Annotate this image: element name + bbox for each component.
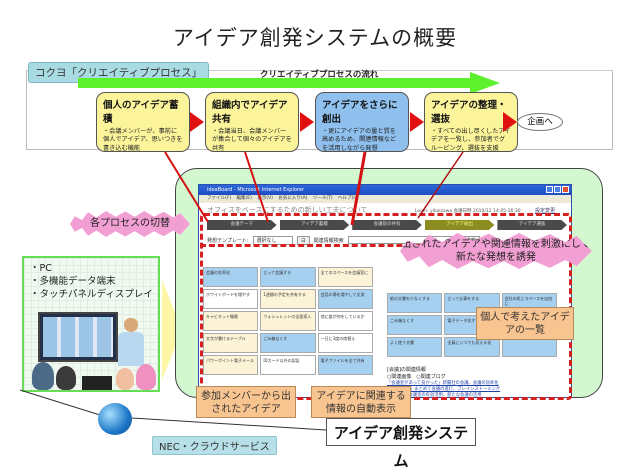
device-item: ・タッチパネルディスプレイ [30, 289, 153, 300]
idea-card[interactable]: 会話の場を増やして交流 [317, 289, 373, 309]
idea-card[interactable]: 立って会議する [260, 267, 316, 287]
connector-line [131, 417, 327, 431]
highlight-dashed-divider [200, 244, 572, 247]
audience-person-icon [32, 362, 54, 390]
idea-card[interactable]: パワーポイント電子メール [203, 355, 259, 375]
device-box: ・PC ・多機能データ端末 ・タッチパネルディスプレイ [22, 256, 160, 392]
step-description: ・すべての出し尽くしたアイデアを一覧し、参加者でグルーピング、選抜を支援 [431, 128, 511, 152]
idea-card[interactable]: 会議の効率化 [203, 267, 259, 287]
laptop-icon [82, 376, 112, 390]
diagram-title: アイデア創発システムの概要 [172, 26, 458, 50]
cloud-service-label: NEC・クラウドサービス [152, 436, 277, 455]
related-link[interactable]: 「Twitterで」まとめて会議の進行、ブレインストーミング [387, 387, 501, 393]
minimize-icon[interactable] [546, 186, 553, 193]
related-link[interactable]: 「会議室があって良かった」新聞社の会議、会議の効率化 [387, 381, 499, 386]
device-item: ・多機能データ端末 [30, 276, 116, 287]
presenter-body-icon [118, 332, 144, 366]
settings-link[interactable]: 設定変更 [535, 208, 556, 214]
system-name-label: アイデア創発システム [326, 418, 476, 470]
browser-menubar[interactable]: ファイル(F) 編集(E) 表示(V) お気に入り(A) ツール(T) ヘルプ(… [199, 195, 571, 203]
annotation-related-auto: アイデアに関連する情報の自動表示 [311, 386, 411, 418]
tab-idea-creation[interactable]: アイデア創出 [424, 220, 495, 230]
annotation-personal-list: 個人で考えたアイデアの一覧 [476, 307, 574, 340]
idea-card[interactable]: 他に誰が何をしているか [317, 311, 373, 331]
meeting-theme-heading: オフィスをベースにするための新しい工夫について [207, 206, 368, 214]
step-description: ・会議当日、会議メンバーが集合して個々のアイデアを共有 [212, 128, 292, 152]
step-arrow-icon [300, 112, 314, 132]
tab-idea-accumulation[interactable]: アイデア蓄積 [279, 220, 350, 230]
flow-arrow [78, 78, 478, 88]
step-heading: アイデアの整理・選抜 [431, 100, 507, 125]
idea-card[interactable]: ごみ箱なくす [260, 333, 316, 353]
flow-arrowhead-icon [470, 72, 500, 94]
connector-line [19, 389, 101, 416]
login-info: Login: yikaizawa 会議日時 2010/12 14:05-16:3… [415, 209, 521, 214]
step-organization-sharing: 組織内でアイデア共有 ・会議当日、会議メンバーが集合して個々のアイデアを共有 [205, 92, 299, 152]
process-tag: コクヨ「クリエイティブプロセス」 [28, 62, 210, 83]
browser-titlebar: ideaBoard - Microsoft Internet Explorer [199, 185, 571, 195]
tab-pre-meeting-share[interactable]: 会議前の共有 [352, 220, 422, 230]
idea-card[interactable]: 全員にいつでも見える化 [444, 337, 500, 357]
presenter-head-icon [124, 318, 138, 332]
idea-card[interactable]: IDカード以外の認証 [260, 355, 316, 375]
idea-card[interactable]: ウォシュレットの全面導入 [260, 311, 316, 331]
maximize-icon[interactable] [554, 186, 561, 193]
cloud-globe-icon [98, 403, 132, 435]
tab-meeting-theme[interactable]: 会議テーマ [207, 220, 277, 230]
step-idea-creation: アイデアをさらに創出 ・更にアイデアの量と質を高めるため、関連情報などを活用しな… [315, 92, 409, 152]
related-link[interactable]: 顧客主導で会議室の有効活用、新たな会議の活用 [387, 393, 482, 399]
device-item: ・PC [30, 263, 52, 274]
related-info-panel: [会議]の関連情報 ○関連画像 ○関連ブログ 「会議室があって良かった」新聞社の… [387, 367, 567, 399]
idea-card[interactable]: 1週間の予定を共有する [260, 289, 316, 309]
close-icon[interactable] [562, 186, 569, 193]
annotation-member-ideas: 参加メンバーから出されたアイデア [196, 386, 296, 418]
step-heading: 組織内でアイデア共有 [212, 100, 288, 125]
step-personal-accumulation: 個人のアイデア蓄積 ・会議メンバーが、事前に個人でアイデア、思いつきを書き込む機… [96, 92, 190, 152]
goal-planning: 企画へ [517, 113, 563, 131]
idea-card[interactable]: ごみ箱なくす [387, 315, 443, 335]
device-list: ・PC ・多機能データ端末 ・タッチパネルディスプレイ [30, 262, 153, 301]
idea-card[interactable]: 電子ファイルを全て共有 [317, 355, 373, 375]
audience-person-icon [116, 368, 134, 390]
idea-card[interactable]: よく使う文書 [387, 337, 443, 357]
step-arrow-icon [503, 112, 517, 132]
related-search-label: 関連情報検索 [313, 237, 344, 244]
idea-card[interactable]: 一日に3度の席替え [317, 333, 373, 353]
step-organize-select: アイデアの整理・選抜 ・すべての出し尽くしたアイデアを一覧し、参加者でグルーピン… [424, 92, 518, 152]
template-label: 発想テンプレート: [207, 237, 249, 244]
step-heading: アイデアをさらに創出 [322, 100, 398, 125]
step-description: ・更にアイデアの量と質を高めるため、関連情報などを活用しながら発想 [322, 128, 397, 152]
step-description: ・会議メンバーが、事前に個人でアイデア、思いつきを書き込む機能 [103, 128, 183, 152]
process-tab-bar: 会議テーマ アイデア蓄積 会議前の共有 アイデア創出 アイデア選抜 [207, 220, 567, 230]
step-arrow-icon [190, 112, 204, 132]
step-arrow-icon [410, 112, 424, 132]
idea-card[interactable]: ホワイトボードを増やす [203, 289, 259, 309]
flow-label: クリエイティブプロセスの流れ [260, 70, 379, 80]
step-heading: 個人のアイデア蓄積 [103, 100, 179, 125]
related-options[interactable]: ○関連画像 ○関連ブログ [387, 374, 446, 380]
annotation-switch-process: 各プロセスの切替 [70, 211, 190, 237]
tab-idea-selection[interactable]: アイデア選抜 [497, 220, 567, 230]
audience-person-icon [56, 366, 76, 390]
touch-display-image [38, 312, 118, 362]
idea-card[interactable]: キャビネット撤廃 [203, 311, 259, 331]
idea-card[interactable]: 紙の文書を少なくする [387, 293, 443, 313]
idea-card[interactable]: 全てのスペースを会議室に [317, 267, 373, 287]
idea-card[interactable]: 文字が書けるテーブル [203, 333, 259, 353]
browser-window: ideaBoard - Microsoft Internet Explorer … [198, 184, 572, 398]
browser-window-title: ideaBoard - Microsoft Internet Explorer [207, 187, 304, 193]
related-heading: [会議]の関連情報 [387, 367, 426, 373]
audience-person-icon [136, 364, 156, 390]
